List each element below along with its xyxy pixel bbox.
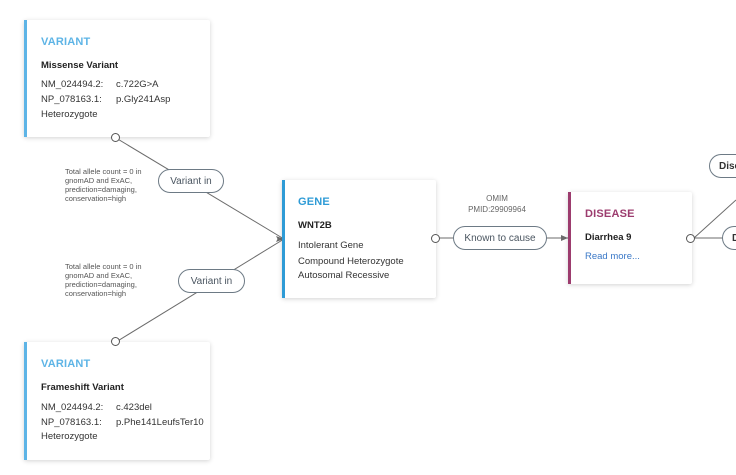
gene-title: WNT2B	[298, 220, 332, 231]
variant-transcript-id: NM_024494.2:	[41, 402, 104, 413]
variant-accent-bar	[24, 342, 27, 460]
variant-accent-bar	[24, 20, 27, 137]
gene-type-label: GENE	[298, 196, 330, 208]
variant-in-pill-top[interactable]: Variant in	[158, 169, 224, 193]
variant-bottom-output-port[interactable]	[111, 337, 120, 346]
variant-type-label: VARIANT	[41, 36, 91, 48]
disease-title: Diarrhea 9	[585, 232, 632, 243]
variant-in-pill-bottom[interactable]: Variant in	[178, 269, 245, 293]
disease-read-more-link[interactable]: Read more...	[585, 251, 640, 262]
variant-protein-id: NP_078163.1:	[41, 417, 102, 428]
variant-title: Missense Variant	[41, 60, 119, 71]
offscreen-disease-pill-top[interactable]: Dise	[709, 154, 736, 178]
variant-protein-change: p.Gly241Asp	[116, 94, 171, 105]
disease-accent-bar	[568, 192, 571, 284]
disease-type-label: DISEASE	[585, 208, 635, 220]
variant-transcript-id: NM_024494.2:	[41, 79, 104, 90]
variant-top-output-port[interactable]	[111, 133, 120, 142]
publication-source: OMIM	[486, 194, 508, 203]
disease-output-port[interactable]	[686, 234, 695, 243]
variant-protein-id: NP_078163.1:	[41, 94, 102, 105]
variant-top-evidence-note: Total allele count = 0 in gnomAD and ExA…	[65, 167, 142, 203]
variant-title: Frameshift Variant	[41, 382, 124, 393]
variant-card-missense[interactable]: VARIANT Missense Variant NM_024494.2: c.…	[24, 20, 210, 137]
gene-zygosity: Compound Heterozygote	[298, 256, 404, 267]
publication-id: PMID:29909964	[468, 205, 526, 214]
gene-inheritance: Autosomal Recessive	[298, 270, 390, 281]
variant-card-frameshift[interactable]: VARIANT Frameshift Variant NM_024494.2: …	[24, 342, 210, 460]
variant-bottom-evidence-note: Total allele count = 0 in gnomAD and ExA…	[65, 262, 142, 298]
gene-output-port[interactable]	[431, 234, 440, 243]
arrowhead-disease	[561, 235, 568, 241]
gene-accent-bar	[282, 180, 285, 298]
disease-card[interactable]: DISEASE Diarrhea 9 Read more...	[568, 192, 692, 284]
offscreen-disease-pill-bottom[interactable]: D	[722, 226, 736, 250]
variant-transcript-change: c.722G>A	[116, 79, 159, 90]
variant-zygosity: Heterozygote	[41, 431, 98, 442]
variant-type-label: VARIANT	[41, 358, 91, 370]
variant-zygosity: Heterozygote	[41, 109, 98, 120]
variant-protein-change: p.Phe141LeufsTer10	[116, 417, 204, 428]
gene-card[interactable]: GENE WNT2B Intolerant Gene Compound Hete…	[282, 180, 436, 298]
gene-tolerance: Intolerant Gene	[298, 240, 364, 251]
variant-transcript-change: c.423del	[116, 402, 152, 413]
publication-reference: OMIM PMID:29909964	[452, 193, 542, 215]
known-to-cause-pill[interactable]: Known to cause	[453, 226, 547, 250]
